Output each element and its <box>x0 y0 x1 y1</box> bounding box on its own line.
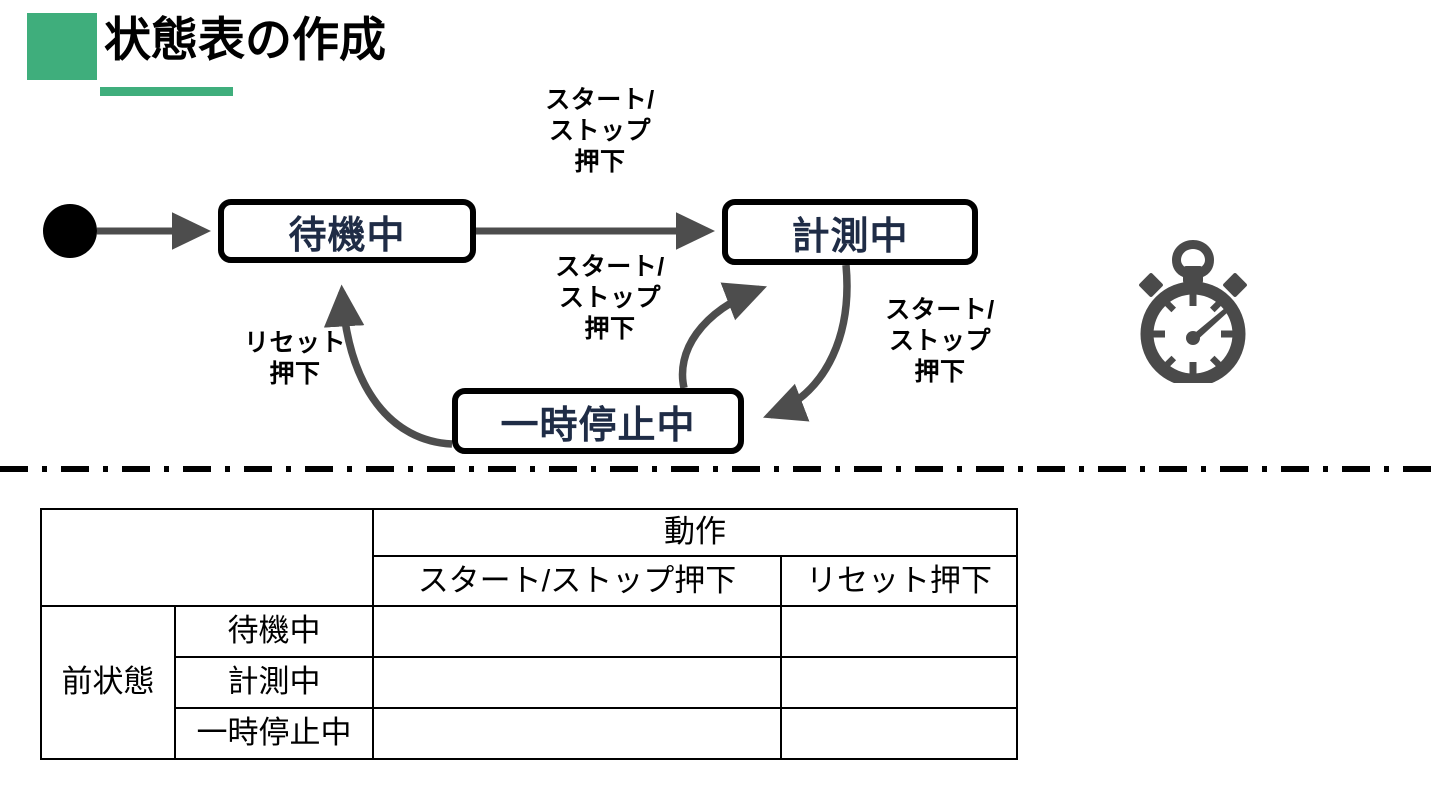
edge-label-idle-to-measuring: スタート/ ストップ 押下 <box>545 86 655 176</box>
state-diagram: 待機中 計測中 一時停止中 スタート/ ストップ 押下 スタート/ ストップ 押… <box>43 86 1247 454</box>
edge-paused-to-idle <box>323 284 453 448</box>
table-header-row-group: 動作 <box>40 508 1018 607</box>
table-row-state-measuring: 計測中 <box>174 656 374 709</box>
state-transition-table: 動作 スタート/ストップ押下 リセット押下 前状態 待機中 計測中 一時停止中 <box>40 508 1018 760</box>
stopwatch-icon <box>1139 240 1247 383</box>
table-header-row-actions: スタート/ストップ押下 リセット押下 <box>41 555 1018 607</box>
state-box-measuring-label: 計測中 <box>791 215 909 258</box>
table-cell-idle-start-stop[interactable] <box>372 605 782 658</box>
state-box-idle[interactable]: 待機中 <box>218 199 476 263</box>
state-box-measuring[interactable]: 計測中 <box>722 199 978 265</box>
table-action-header-start-stop: スタート/ストップ押下 <box>372 555 782 607</box>
table-row-group-header: 前状態 <box>40 605 176 760</box>
edge-paused-to-measuring <box>678 282 768 389</box>
title-underline <box>100 87 233 96</box>
table-row: 前状態 待機中 <box>40 605 1018 760</box>
table-cell-paused-reset[interactable] <box>780 707 1018 760</box>
table-cell-measuring-reset[interactable] <box>780 656 1018 709</box>
state-diagram-connectors <box>43 204 851 448</box>
table-cell-idle-reset[interactable] <box>780 605 1018 658</box>
state-box-idle-label: 待機中 <box>288 214 406 257</box>
table-row: 一時停止中 <box>41 707 1018 760</box>
state-box-paused-label: 一時停止中 <box>500 404 696 447</box>
edge-label-measuring-to-paused: スタート/ ストップ 押下 <box>885 296 995 386</box>
table-row-state-idle: 待機中 <box>174 605 374 658</box>
table-corner-cell <box>40 508 374 607</box>
edge-measuring-to-paused <box>762 264 851 422</box>
edge-label-paused-to-idle: リセット 押下 <box>243 329 346 388</box>
table-cell-paused-start-stop[interactable] <box>372 707 782 760</box>
state-box-paused[interactable]: 一時停止中 <box>452 388 744 454</box>
page-title: 状態表の作成 <box>104 13 386 66</box>
table-row: 計測中 <box>41 656 1018 709</box>
table-cell-measuring-start-stop[interactable] <box>372 656 782 709</box>
edge-label-paused-to-measuring: スタート/ ストップ 押下 <box>555 253 665 343</box>
initial-state-marker <box>43 204 97 258</box>
title-accent-square <box>27 13 97 80</box>
table-action-header-reset: リセット押下 <box>780 555 1018 607</box>
table-row-state-paused: 一時停止中 <box>174 707 374 760</box>
table-column-group-header: 動作 <box>372 508 1018 557</box>
section-divider <box>0 466 1440 472</box>
